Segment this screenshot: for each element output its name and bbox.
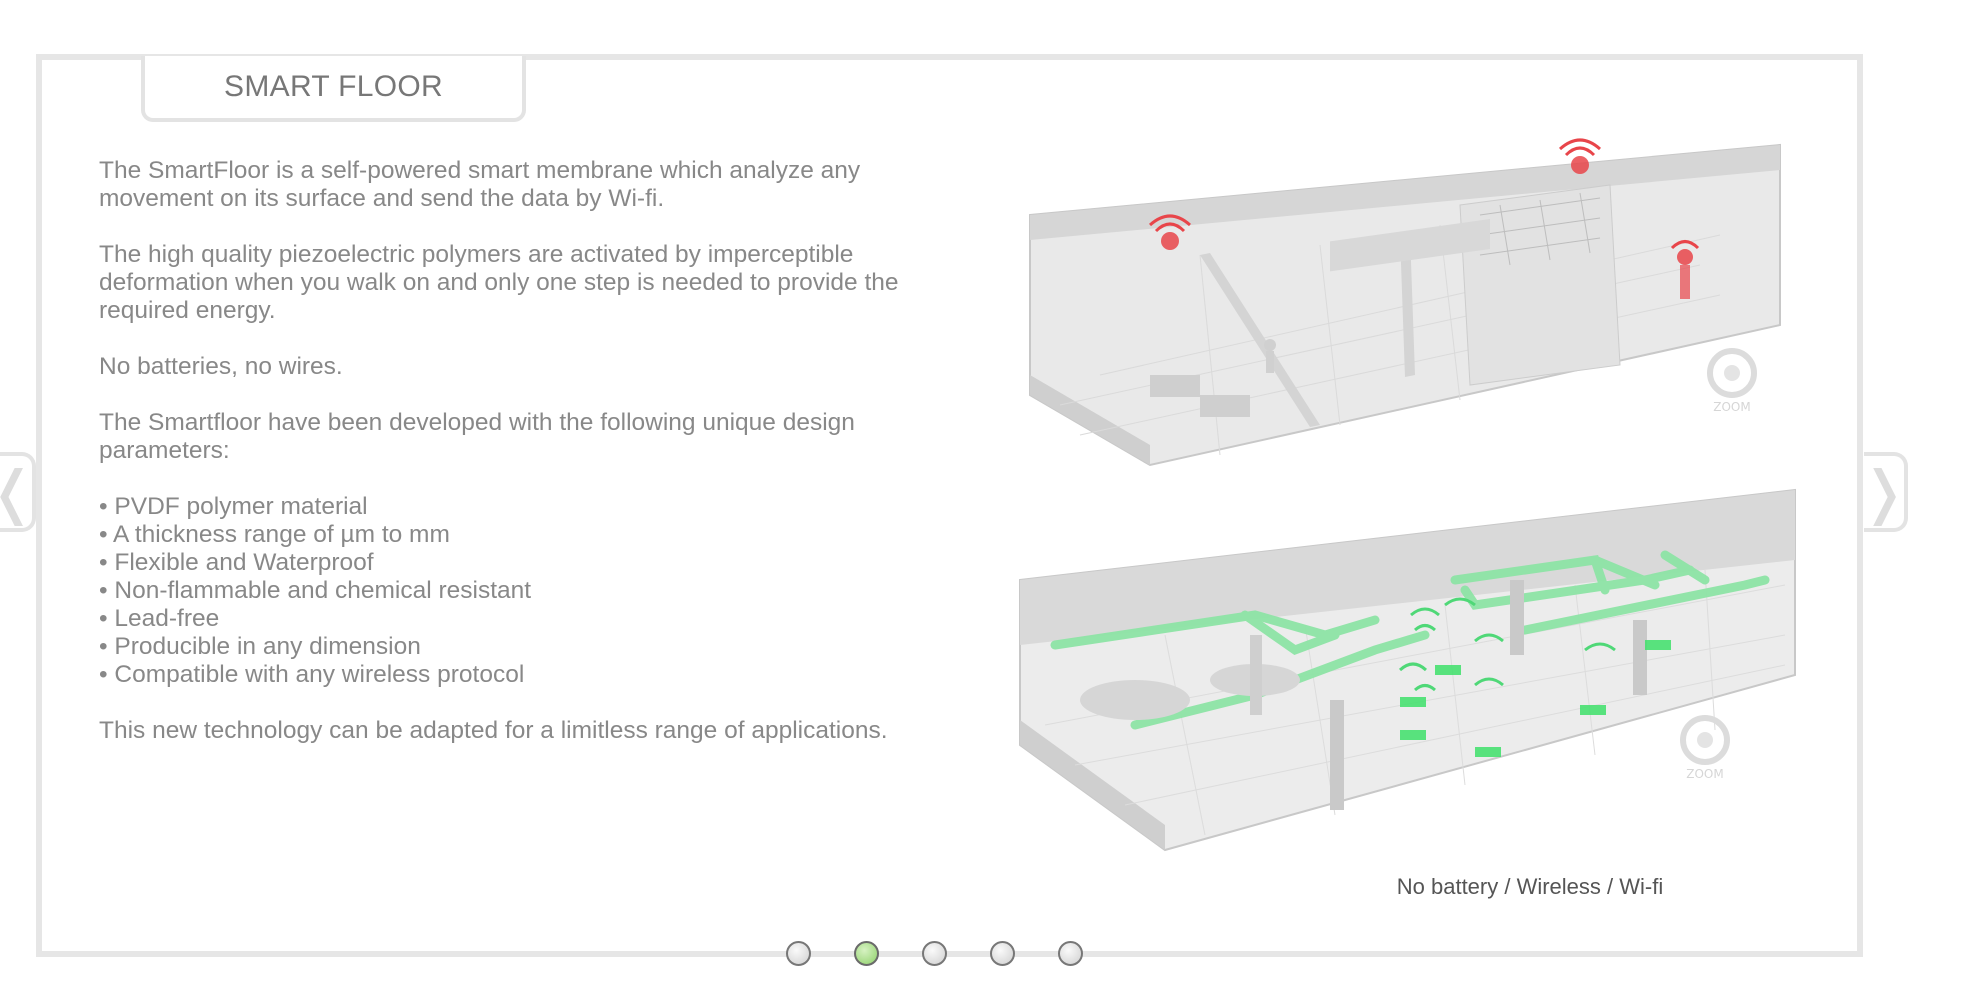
zoom-icon[interactable]: ZOOM bbox=[1707, 348, 1757, 414]
wifi-emitter-icon bbox=[1670, 240, 1700, 299]
paragraph-polymers: The high quality piezoelectric polymers … bbox=[99, 241, 899, 324]
wifi-emitter-icon bbox=[1148, 214, 1192, 250]
prev-slide-button[interactable]: ❬ bbox=[0, 452, 36, 532]
office-floor-illustration[interactable]: ZOOM bbox=[1020, 135, 1820, 475]
pagination-dot[interactable] bbox=[1058, 941, 1083, 966]
pagination-dot[interactable] bbox=[922, 941, 947, 966]
feature-item: PVDF polymer material bbox=[99, 493, 979, 521]
slide-title: SMART FLOOR bbox=[224, 70, 443, 103]
paragraph-design-params: The Smartfloor have been developed with … bbox=[99, 409, 855, 464]
feature-item: Producible in any dimension bbox=[99, 633, 979, 661]
feature-item: Lead-free bbox=[99, 605, 979, 633]
signal-footprints bbox=[1400, 640, 1671, 757]
next-slide-button[interactable]: ❭ bbox=[1860, 452, 1908, 532]
description-column: The SmartFloor is a self-powered smart m… bbox=[99, 157, 979, 773]
paragraph-no-batteries: No batteries, no wires. bbox=[99, 353, 343, 380]
pagination-dot[interactable] bbox=[854, 941, 879, 966]
zoom-icon[interactable]: ZOOM bbox=[1680, 715, 1730, 781]
feature-list: PVDF polymer material A thickness range … bbox=[99, 493, 979, 689]
paragraph-intro: The SmartFloor is a self-powered smart m… bbox=[99, 157, 861, 212]
feature-item: Non-flammable and chemical resistant bbox=[99, 577, 979, 605]
feature-item: Flexible and Waterproof bbox=[99, 549, 979, 577]
slide-title-tab: SMART FLOOR bbox=[141, 56, 526, 122]
illustration-caption: No battery / Wireless / Wi-fi bbox=[1396, 874, 1664, 899]
pagination-dot[interactable] bbox=[990, 941, 1015, 966]
feature-item: Compatible with any wireless protocol bbox=[99, 661, 979, 689]
wifi-signal-icon bbox=[1398, 597, 1616, 692]
chevron-right-icon: ❭ bbox=[1859, 458, 1909, 526]
slide-pagination bbox=[786, 941, 1083, 966]
hall-floor-illustration[interactable]: ZOOM bbox=[1005, 485, 1815, 865]
wifi-emitter-icon bbox=[1558, 138, 1602, 174]
paragraph-closing: This new technology can be adapted for a… bbox=[99, 717, 888, 744]
zoom-label: ZOOM bbox=[1713, 400, 1750, 414]
feature-item: A thickness range of µm to mm bbox=[99, 521, 979, 549]
pagination-dot[interactable] bbox=[786, 941, 811, 966]
zoom-label: ZOOM bbox=[1686, 767, 1723, 781]
chevron-left-icon: ❬ bbox=[0, 458, 36, 526]
